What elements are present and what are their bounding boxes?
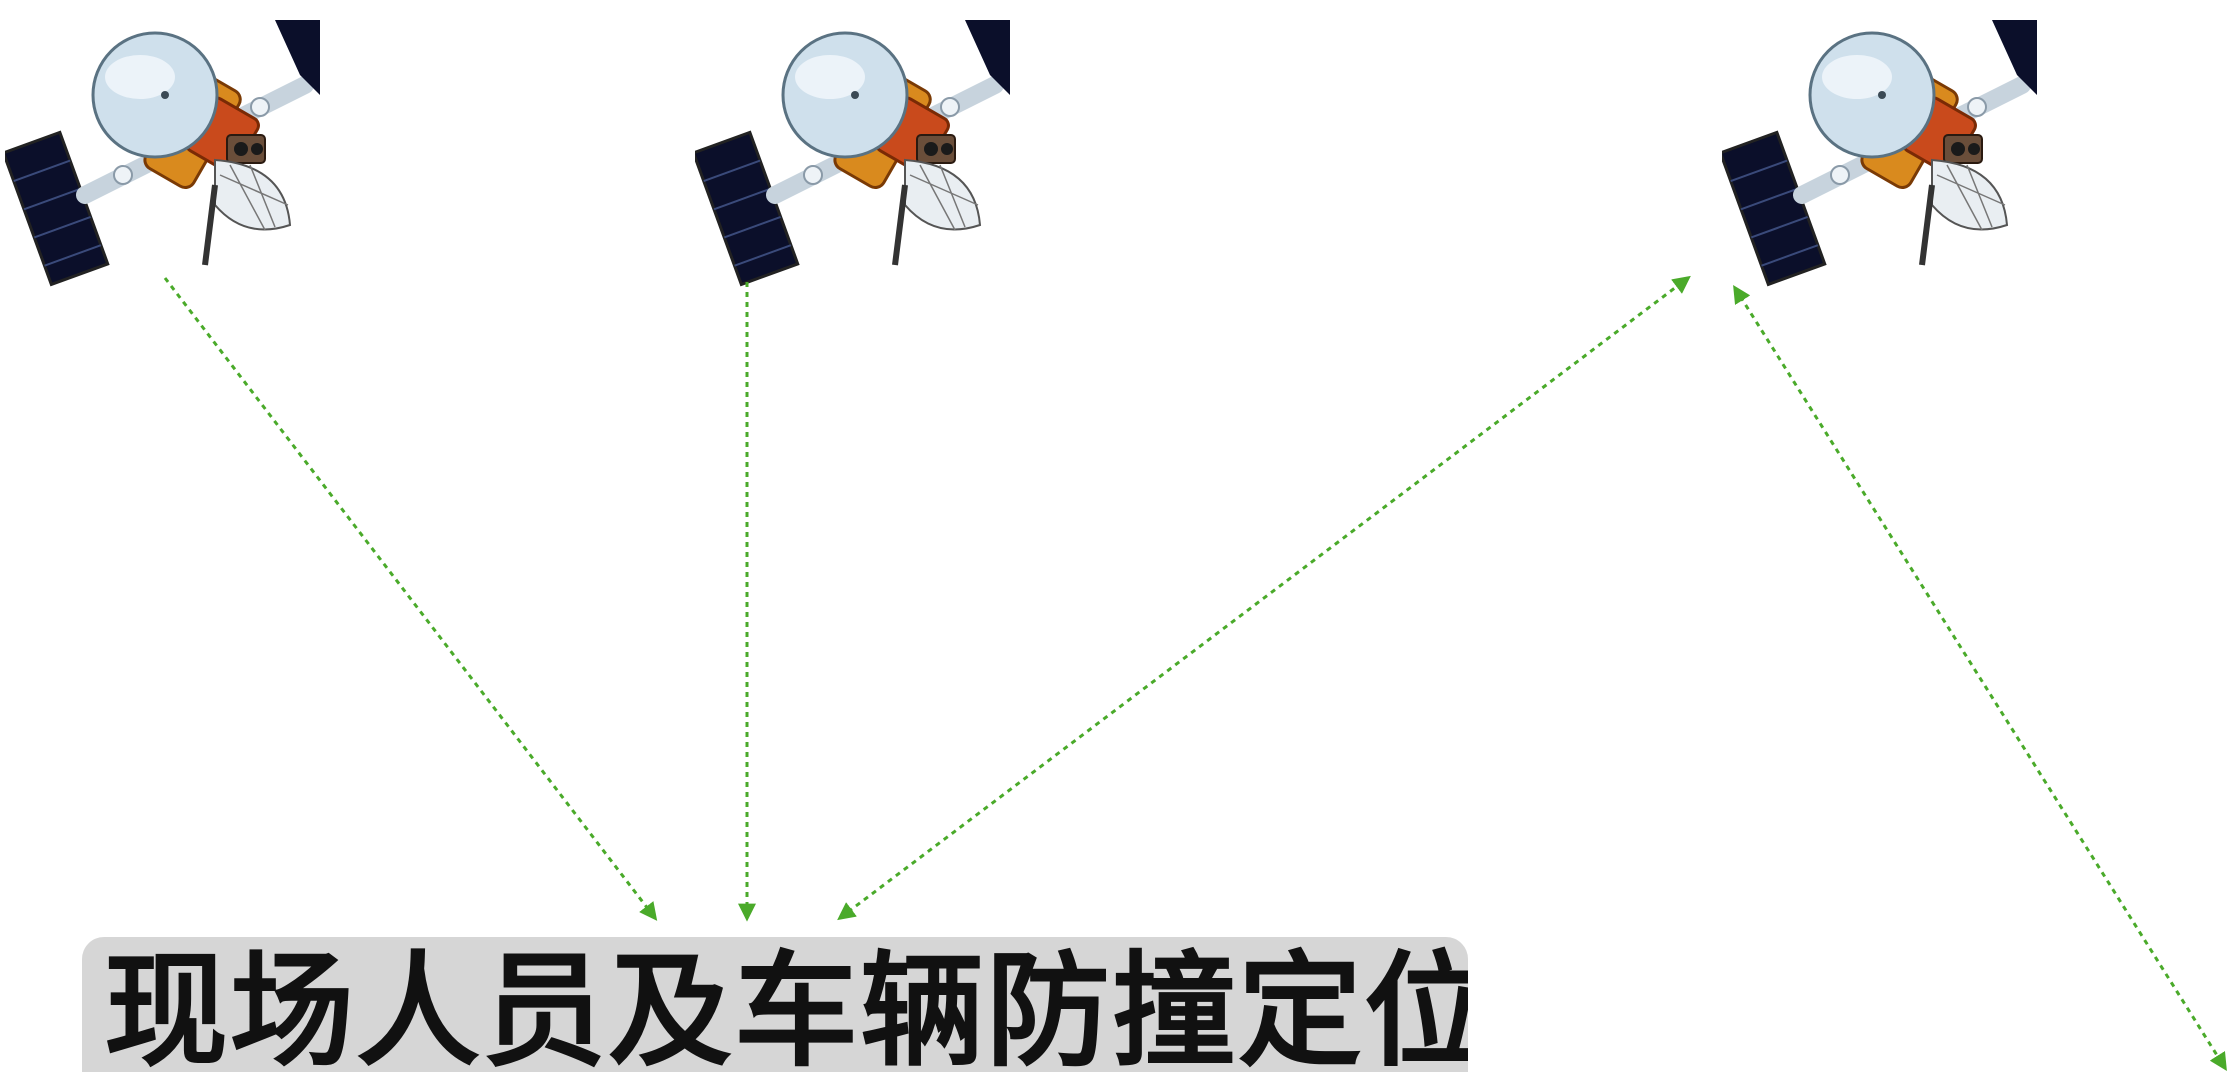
signal-arrow-sat3-offscreen	[1733, 284, 2227, 1072]
satellite-icon	[695, 15, 1015, 305]
title-banner: 现场人员及车辆防撞定位	[82, 937, 1468, 1072]
satellite-icon	[5, 15, 325, 305]
signal-arrow-sat1-to-ground	[163, 277, 658, 921]
diagram-title: 现场人员及车辆防撞定位	[104, 939, 1468, 1072]
satellite-icon	[1722, 15, 2042, 305]
signal-arrow-ground-sat3	[837, 275, 1691, 921]
